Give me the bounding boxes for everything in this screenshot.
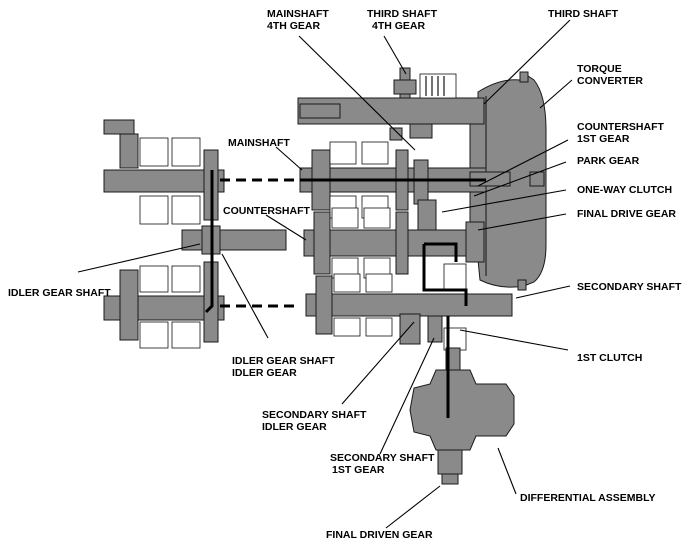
leader-lines xyxy=(77,19,573,529)
label-mainshaft: MAINSHAFT xyxy=(228,137,290,149)
countershaft-assembly xyxy=(303,199,485,279)
label-one-way-clutch: ONE-WAY CLUTCH xyxy=(577,184,672,196)
third-shaft-assembly xyxy=(297,67,485,141)
label-third-shaft-4th-gear: THIRD SHAFT xyxy=(367,8,438,20)
label-secondary-shaft-1st-gear-line2: 1ST GEAR xyxy=(332,464,385,476)
label-third-shaft-4th-gear-line2: 4TH GEAR xyxy=(372,20,426,32)
label-third-shaft: THIRD SHAFT xyxy=(548,8,619,20)
label-idler-gear-shaft-idler-gear-line2: IDLER GEAR xyxy=(232,367,297,379)
label-final-driven-gear: FINAL DRIVEN GEAR xyxy=(326,529,433,541)
label-torque-converter-line2: CONVERTER xyxy=(577,75,643,87)
label-countershaft: COUNTERSHAFT xyxy=(223,205,310,217)
label-countershaft-1st-gear-line2: 1ST GEAR xyxy=(577,133,630,145)
label-secondary-shaft-idler-gear: SECONDARY SHAFT xyxy=(262,409,367,421)
differential-assembly xyxy=(409,347,515,485)
label-idler-gear-shaft-idler-gear: IDLER GEAR SHAFT xyxy=(232,355,335,367)
secondary-shaft-assembly xyxy=(305,263,513,351)
label-final-drive-gear: FINAL DRIVE GEAR xyxy=(577,208,676,220)
label-countershaft-1st-gear: COUNTERSHAFT xyxy=(577,121,664,133)
left-shaft-assembly xyxy=(103,119,287,349)
label-secondary-shaft: SECONDARY SHAFT xyxy=(577,281,682,293)
label-park-gear: PARK GEAR xyxy=(577,155,640,167)
label-idler-gear-shaft: IDLER GEAR SHAFT xyxy=(8,287,111,299)
power-flow-path xyxy=(204,170,486,418)
label-1st-clutch: 1ST CLUTCH xyxy=(577,352,642,364)
label-secondary-shaft-1st-gear: SECONDARY SHAFT xyxy=(330,452,435,464)
label-mainshaft-4th-gear: MAINSHAFT xyxy=(267,8,329,20)
label-torque-converter: TORQUE xyxy=(577,63,622,75)
label-mainshaft-4th-gear-line2: 4TH GEAR xyxy=(267,20,321,32)
label-secondary-shaft-idler-gear-line2: IDLER GEAR xyxy=(262,421,327,433)
label-differential-assembly: DIFFERENTIAL ASSEMBLY xyxy=(520,492,656,504)
labels: MAINSHAFT 4TH GEAR THIRD SHAFT 4TH GEAR … xyxy=(8,8,682,541)
